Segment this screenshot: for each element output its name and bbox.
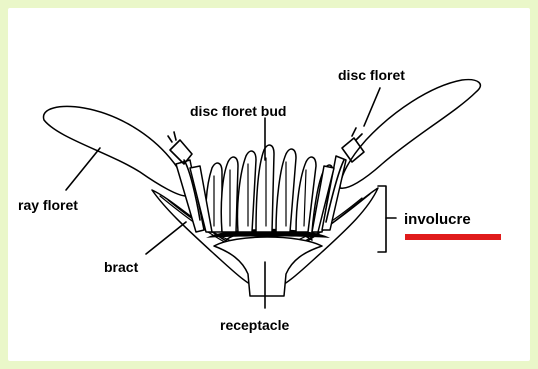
disc-floret-buds bbox=[206, 145, 332, 232]
left-ray-floret bbox=[43, 107, 186, 197]
involucre-bracket bbox=[378, 186, 396, 252]
label-receptacle: receptacle bbox=[220, 317, 289, 333]
label-disc-floret-bud: disc floret bud bbox=[190, 103, 286, 119]
ray-floret-leader bbox=[66, 148, 100, 190]
label-disc-floret: disc floret bbox=[338, 67, 405, 83]
bract-leader bbox=[146, 222, 186, 254]
label-bract: bract bbox=[104, 259, 139, 275]
disc-floret-leader bbox=[364, 88, 380, 126]
label-ray-floret: ray floret bbox=[18, 197, 78, 213]
involucre-underline bbox=[405, 234, 501, 240]
label-involucre: involucre bbox=[404, 211, 471, 228]
